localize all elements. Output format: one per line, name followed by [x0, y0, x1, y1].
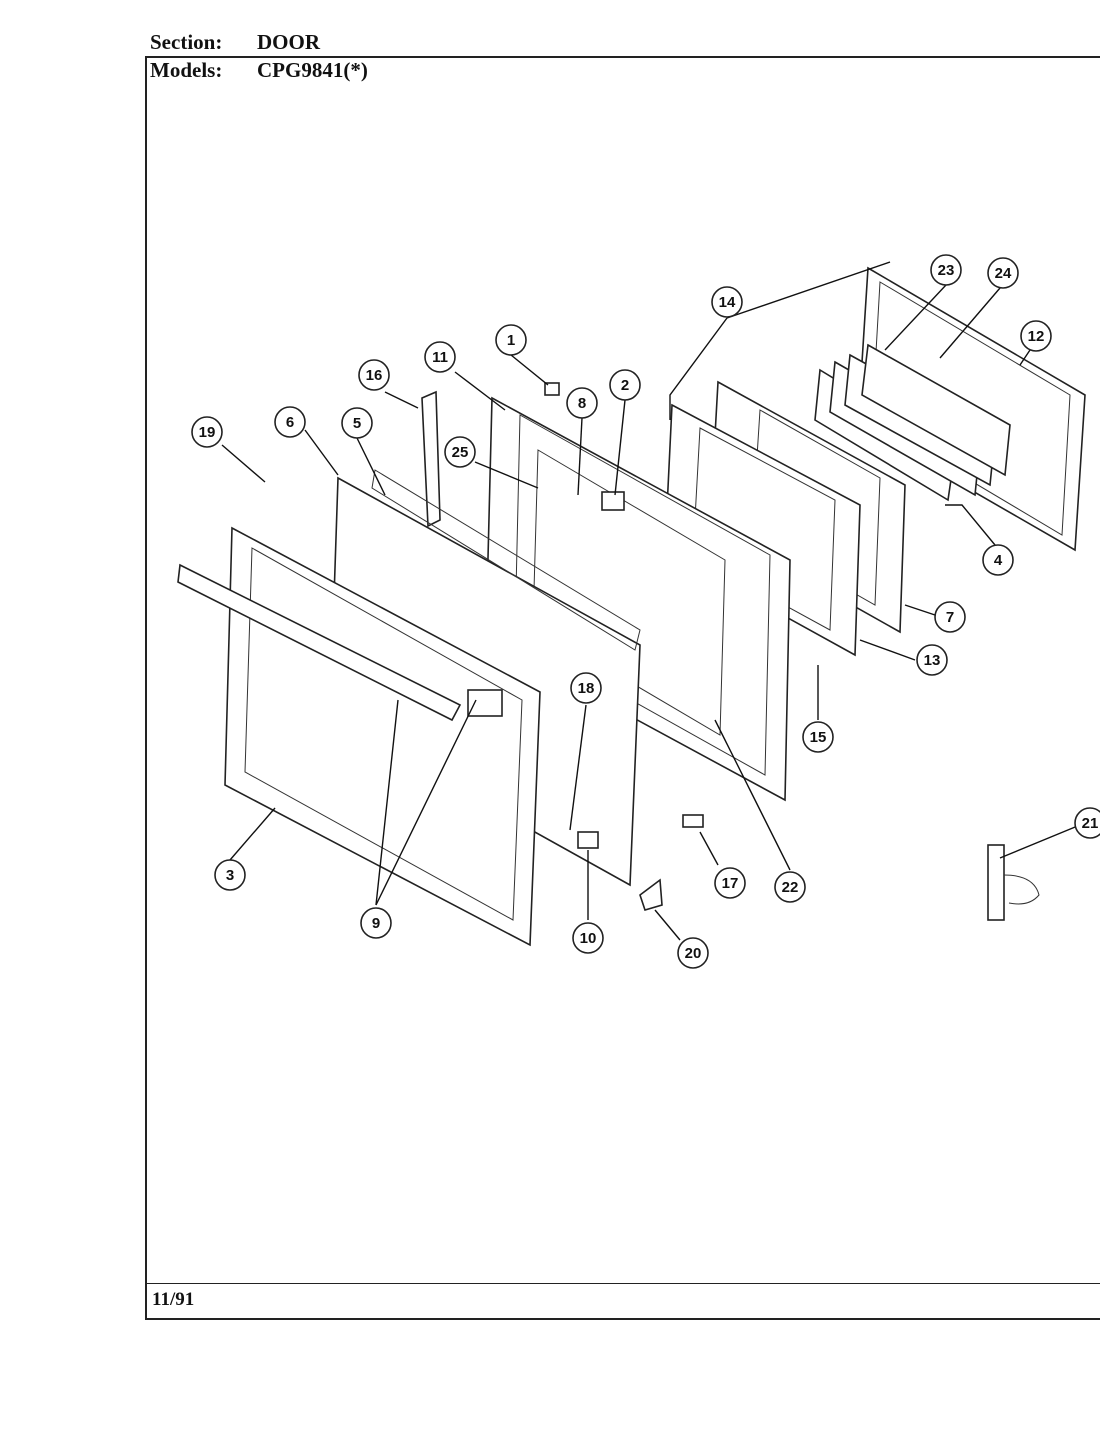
- part-1: [544, 382, 560, 396]
- svg-text:11: 11: [432, 349, 448, 366]
- svg-text:8: 8: [578, 395, 586, 412]
- svg-text:2: 2: [621, 377, 629, 394]
- part-21-hinge: [987, 844, 1040, 921]
- callout-19: 19: [191, 416, 223, 448]
- svg-text:5: 5: [353, 415, 361, 432]
- callout-10: 10: [572, 922, 604, 954]
- svg-text:23: 23: [938, 262, 955, 279]
- callout-13: 13: [916, 644, 948, 676]
- svg-text:10: 10: [580, 930, 597, 947]
- footer-rule: [147, 1283, 1100, 1284]
- callout-24: 24: [987, 257, 1019, 289]
- callout-6: 6: [274, 406, 306, 438]
- svg-text:15: 15: [810, 729, 827, 746]
- part-10: [577, 831, 599, 849]
- callout-9: 9: [360, 907, 392, 939]
- svg-text:13: 13: [924, 652, 941, 669]
- callout-5: 5: [341, 407, 373, 439]
- svg-text:17: 17: [722, 875, 739, 892]
- callout-2: 2: [609, 369, 641, 401]
- svg-text:6: 6: [286, 414, 294, 431]
- svg-text:16: 16: [366, 367, 383, 384]
- callout-labels: 1 2 3 4 5 6 7 8 9 10 11 12 13 14 15 16 1…: [191, 254, 1100, 969]
- callout-1: 1: [495, 324, 527, 356]
- callout-20: 20: [677, 937, 709, 969]
- svg-text:19: 19: [199, 424, 216, 441]
- part-2: [601, 491, 625, 511]
- callout-7: 7: [934, 601, 966, 633]
- door-handle-9: [177, 563, 462, 722]
- callout-21: 21: [1074, 807, 1100, 839]
- callout-4: 4: [982, 544, 1014, 576]
- page-frame: [145, 56, 1100, 1320]
- callout-14: 14: [711, 286, 743, 318]
- svg-text:9: 9: [372, 915, 380, 932]
- callout-25: 25: [444, 436, 476, 468]
- models-label: Models:: [150, 58, 223, 82]
- svg-text:22: 22: [782, 879, 799, 896]
- section-label: Section:: [150, 30, 223, 54]
- svg-text:24: 24: [995, 265, 1012, 282]
- svg-text:14: 14: [719, 294, 736, 311]
- svg-text:12: 12: [1028, 328, 1045, 345]
- svg-text:20: 20: [685, 945, 702, 962]
- models-value: CPG9841(*): [257, 58, 368, 82]
- part-20: [639, 878, 663, 911]
- callout-3: 3: [214, 859, 246, 891]
- outer-door-3: [177, 526, 541, 947]
- callout-12: 12: [1020, 320, 1052, 352]
- callout-18: 18: [570, 672, 602, 704]
- svg-text:4: 4: [994, 552, 1003, 569]
- callout-16: 16: [358, 359, 390, 391]
- door-seal-16: [421, 390, 441, 528]
- part-17: [682, 814, 704, 828]
- door-frame-11: [485, 396, 791, 802]
- glass-pack: [814, 343, 1011, 502]
- callout-17: 17: [714, 867, 746, 899]
- footer-date: 11/91: [152, 1289, 195, 1310]
- svg-text:1: 1: [507, 332, 515, 349]
- svg-text:7: 7: [946, 609, 954, 626]
- callout-22: 22: [774, 871, 806, 903]
- svg-text:18: 18: [578, 680, 595, 697]
- leader-lines: [221, 261, 1081, 941]
- callout-11: 11: [424, 341, 456, 373]
- svg-text:3: 3: [226, 867, 234, 884]
- svg-text:21: 21: [1082, 815, 1099, 832]
- section-value: DOOR: [257, 30, 320, 54]
- callout-8: 8: [566, 387, 598, 419]
- svg-text:25: 25: [452, 444, 469, 461]
- callout-15: 15: [802, 721, 834, 753]
- callout-23: 23: [930, 254, 962, 286]
